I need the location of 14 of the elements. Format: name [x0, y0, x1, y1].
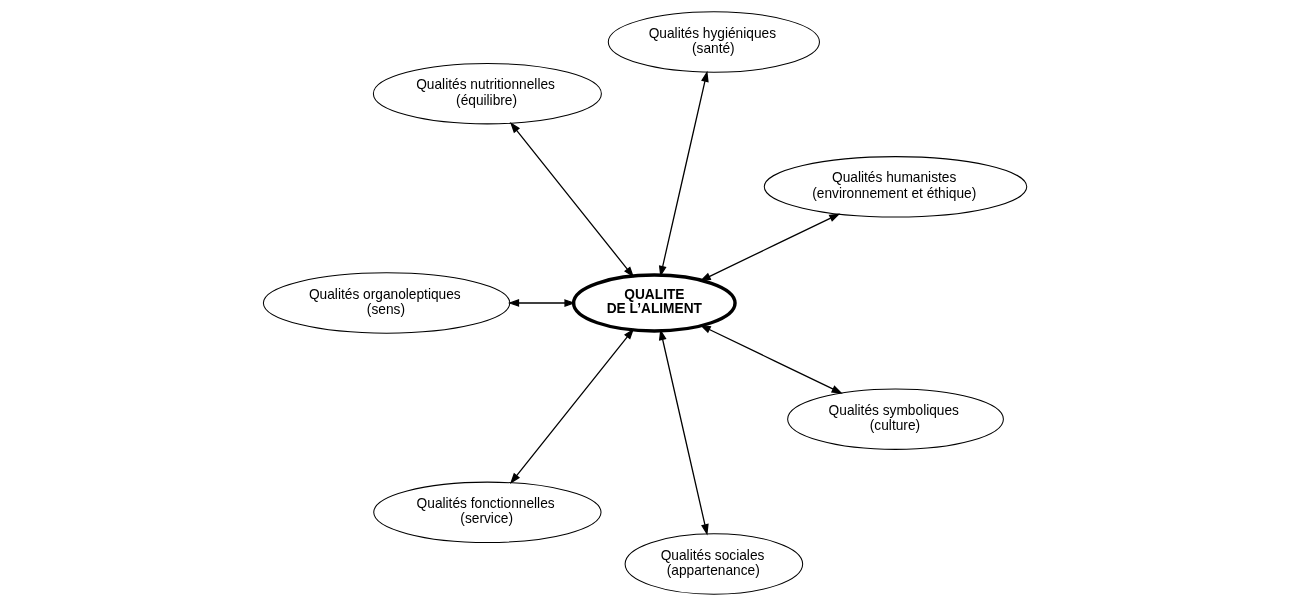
- node-ellipse: Qualités sociales (appartenance): [624, 533, 803, 595]
- node-ellipse: Qualités nutritionnelles (équilibre): [372, 62, 602, 125]
- node-ellipse: Qualités fonctionnelles (service): [372, 481, 602, 544]
- arrow: [658, 70, 709, 277]
- node-ellipse: Qualités organoleptiques (sens): [262, 272, 510, 334]
- arrow: [699, 324, 843, 394]
- arrow: [509, 122, 634, 278]
- arrow: [699, 213, 840, 282]
- arrow: [507, 299, 576, 307]
- node-ellipse: Qualités humanistes (environnement et éthique): [763, 156, 1027, 218]
- arrow: [658, 329, 709, 536]
- node-ellipse: Qualités hygiéniques (santé): [607, 11, 820, 73]
- node-ellipse: Qualités symboliques (culture): [786, 388, 1004, 450]
- arrow: [509, 328, 634, 484]
